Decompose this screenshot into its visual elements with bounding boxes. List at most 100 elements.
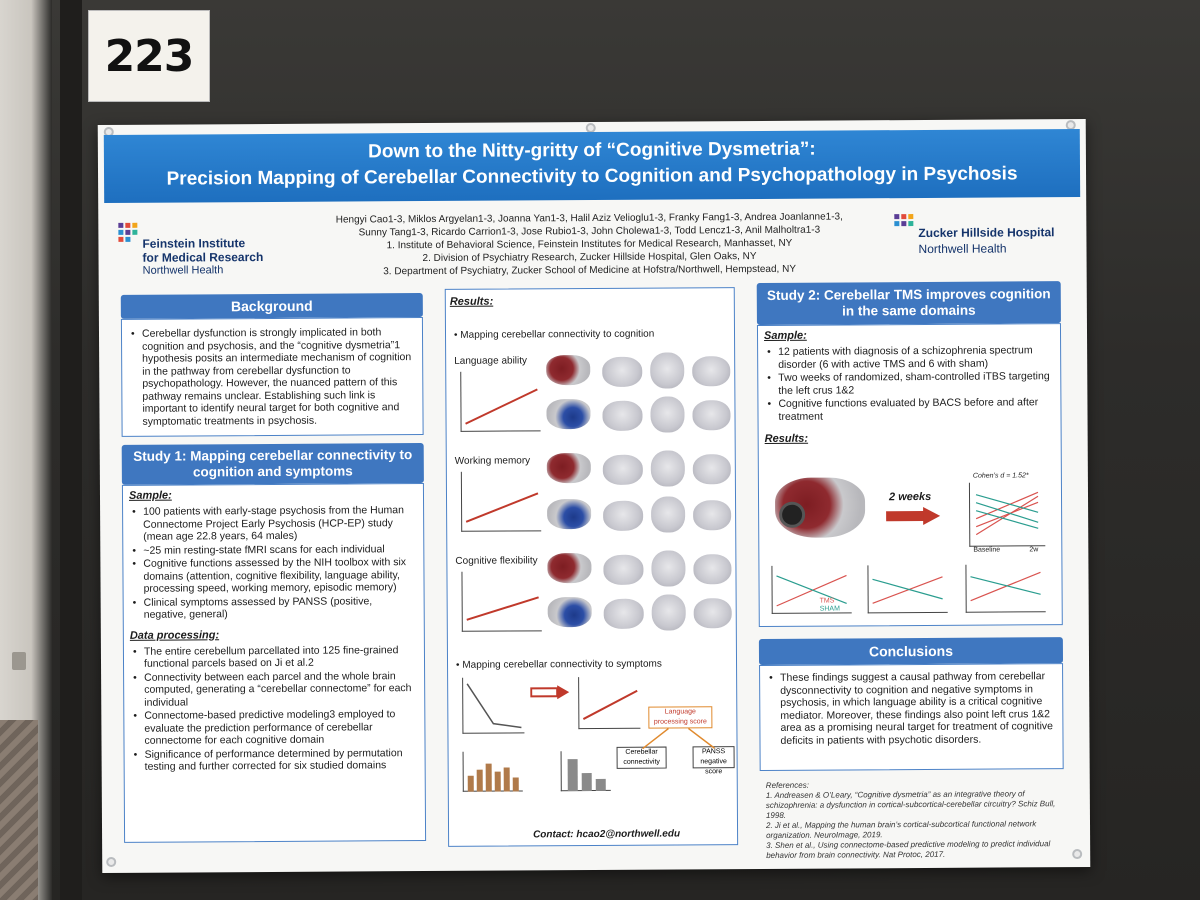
tms-coil-icon (779, 501, 806, 528)
sample-item: Two weeks of randomized, sham-controlled… (764, 370, 1054, 397)
poster-title: Down to the Nitty-gritty of “Cognitive D… (368, 138, 816, 163)
results-bullet-symptoms-text: Mapping cerebellar connectivity to sympt… (462, 658, 662, 671)
language-ability-label: Language ability (454, 355, 528, 367)
bacs-main-plot (968, 482, 1046, 547)
scatter-plot (582, 689, 638, 720)
grommet (106, 856, 117, 867)
line-plot (466, 683, 522, 729)
conclusions-body: These findings suggest a causal pathway … (760, 664, 1062, 747)
bar-chart-a (462, 751, 523, 792)
line-plot (776, 574, 847, 607)
reference-item: 2. Ji et al., Mapping the human brain’s … (765, 819, 1037, 840)
logo-left-line2: for Medical Research (142, 250, 264, 265)
brain-render (693, 554, 732, 585)
bacs-verbal-plot (771, 565, 852, 614)
brain-render (650, 352, 685, 389)
poster: Down to the Nitty-gritty of “Cognitive D… (97, 118, 1091, 874)
study2-heading: Study 2: Cerebellar TMS improves cogniti… (756, 281, 1061, 326)
scatter-plot (465, 388, 538, 425)
brain-render (693, 500, 732, 531)
study2-sample-heading: Sample: (763, 329, 807, 342)
brain-render (651, 550, 686, 587)
two-weeks-label: 2 weeks (888, 490, 932, 504)
background-panel: Cerebellar dysfunction is strongly impli… (120, 317, 424, 437)
brain-render (602, 400, 643, 431)
brain-render (602, 454, 643, 485)
zucker-logo: Zucker Hillside Hospital Northwell Healt… (892, 211, 1062, 262)
cerebellum-map (546, 453, 591, 484)
scatter-plot (466, 596, 539, 621)
results-bullet-symptoms: • Mapping cerebellar connectivity to sym… (455, 658, 662, 671)
bar-plot (567, 759, 606, 792)
sample-item: ~25 min resting-state fMRI scans for eac… (129, 543, 417, 557)
references: References: 1. Andreasen & O’Leary, “Cog… (766, 779, 1066, 861)
arrow-icon (886, 506, 941, 525)
cerebellum-map (547, 553, 592, 584)
bacs-memory-plot (867, 564, 948, 614)
working-memory-label: Working memory (454, 455, 531, 467)
results-bullet-cognition: • Mapping cerebellar connectivity to cog… (453, 328, 655, 341)
conclusions-panel: These findings suggest a causal pathway … (759, 663, 1064, 771)
brain-render (693, 598, 732, 629)
study2-panel: Sample: 12 patients with diagnosis of a … (756, 323, 1063, 627)
sample-item: 12 patients with diagnosis of a schizoph… (764, 344, 1054, 371)
study1-sample-list: 100 patients with early-stage psychosis … (123, 504, 424, 621)
study2-sample-list: 12 patients with diagnosis of a schizoph… (758, 344, 1060, 423)
brain-render (692, 356, 731, 387)
logo-mark-icon (894, 214, 914, 227)
cognitive-flexibility-label: Cognitive flexibility (455, 555, 538, 567)
brain-render (603, 554, 644, 585)
baseline-label: Baseline (973, 546, 1001, 554)
cohen-d-main: Cohen’s d = 1.52* (972, 472, 1029, 480)
study2-results-heading: Results: (764, 432, 809, 445)
brain-render (650, 396, 685, 433)
bar-chart-b (560, 750, 611, 792)
scatter-plot (465, 492, 539, 523)
poster-subtitle: Precision Mapping of Cerebellar Connecti… (166, 163, 1018, 190)
brain-render (603, 500, 644, 531)
background-text: Cerebellar dysfunction is strongly impli… (128, 326, 417, 428)
bar-plot (467, 763, 519, 792)
sample-item: Clinical symptoms assessed by PANSS (pos… (130, 595, 418, 622)
study1-processing-list: The entire cerebellum parcellated into 1… (124, 644, 425, 774)
bacs-executive-plot (965, 564, 1046, 613)
study1-sample-heading: Sample: (128, 489, 172, 502)
symptom-scatter (578, 676, 641, 730)
legend-sham: SHAM (819, 605, 840, 613)
arrow-icon (530, 685, 570, 700)
grommet (1072, 849, 1083, 860)
line-plot (975, 491, 1039, 536)
logo-mark-icon (118, 222, 138, 242)
board-edge (60, 0, 82, 900)
working-memory-scatter (460, 471, 542, 532)
feinstein-logo: Feinstein Institute for Medical Research… (116, 220, 286, 279)
sample-item: Cognitive functions assessed by the NIH … (129, 556, 417, 595)
study1-panel: Sample: 100 patients with early-stage ps… (121, 483, 427, 843)
contact-email: Contact: hcao2@northwell.edu (533, 828, 681, 841)
language-scatter (460, 371, 541, 432)
brain-render (651, 594, 686, 631)
board-number: 223 (104, 30, 195, 82)
brain-render (602, 356, 643, 387)
wall-outlet (12, 652, 26, 670)
cognitive-flexibility-scatter (461, 571, 542, 632)
study1-processing-heading: Data processing: (129, 628, 220, 642)
reference-item: 3. Shen et al., Using connectome-based p… (766, 839, 1051, 860)
affiliation: 3. Department of Psychiatry, Zucker Scho… (383, 263, 797, 278)
conclusions-heading: Conclusions (758, 637, 1064, 665)
legend-tms: TMS (819, 597, 835, 605)
line-plot (872, 576, 943, 604)
sample-item: 100 patients with early-stage psychosis … (129, 504, 417, 543)
processing-item: Significance of performance determined b… (131, 747, 419, 774)
processing-item: Connectivity between each parcel and the… (130, 670, 418, 709)
logo-left-line1: Feinstein Institute (142, 236, 246, 251)
mediation-arrows (642, 727, 715, 750)
line-plot (970, 571, 1041, 602)
results-heading: Results: (449, 295, 494, 308)
cerebellum-map (546, 355, 591, 386)
carpet (0, 720, 38, 900)
brain-render (692, 454, 731, 485)
board-number-sign: 223 (88, 10, 210, 102)
reference-item: 1. Andreasen & O’Leary, “Cognitive dysme… (765, 789, 1056, 820)
logo-left-line3: Northwell Health (142, 264, 224, 277)
